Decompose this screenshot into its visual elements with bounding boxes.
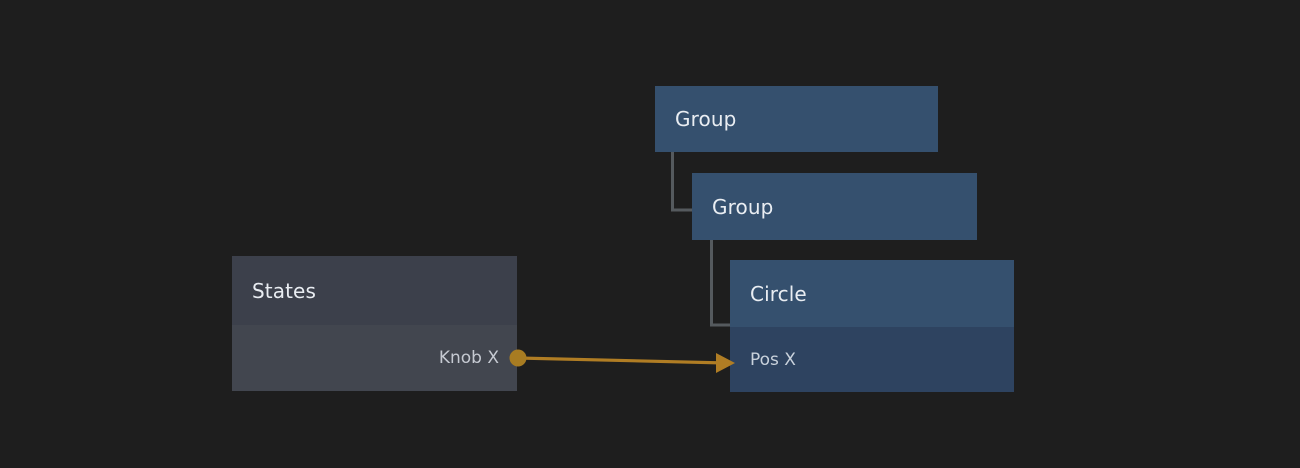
hierarchy-edge-group-root-to-group-child bbox=[671, 152, 693, 212]
node-group-child[interactable]: Group bbox=[692, 173, 977, 240]
connection-knobx-to-posx[interactable] bbox=[509, 349, 736, 374]
node-title: Group bbox=[675, 107, 737, 131]
node-group-root[interactable]: Group bbox=[655, 86, 938, 152]
node-title: Circle bbox=[750, 281, 807, 306]
port-row-output[interactable]: Knob X bbox=[232, 348, 517, 368]
node-header[interactable]: Group bbox=[692, 173, 977, 240]
node-title: Group bbox=[712, 194, 774, 219]
port-row-input[interactable]: Pos X bbox=[730, 350, 1014, 370]
node-header[interactable]: Circle bbox=[730, 260, 1014, 327]
node-title: States bbox=[252, 278, 316, 303]
node-body: Pos X bbox=[730, 327, 1014, 392]
node-circle[interactable]: Circle Pos X bbox=[730, 260, 1014, 392]
port-label-knob-x: Knob X bbox=[438, 348, 499, 368]
hierarchy-edge-group-child-to-circle bbox=[710, 240, 731, 327]
node-states[interactable]: States Knob X bbox=[232, 256, 517, 391]
node-header[interactable]: States bbox=[232, 256, 517, 325]
node-body: Knob X bbox=[232, 325, 517, 391]
port-label-pos-x: Pos X bbox=[750, 349, 796, 370]
connection-line bbox=[517, 356, 727, 365]
node-header[interactable]: Group bbox=[655, 86, 938, 152]
